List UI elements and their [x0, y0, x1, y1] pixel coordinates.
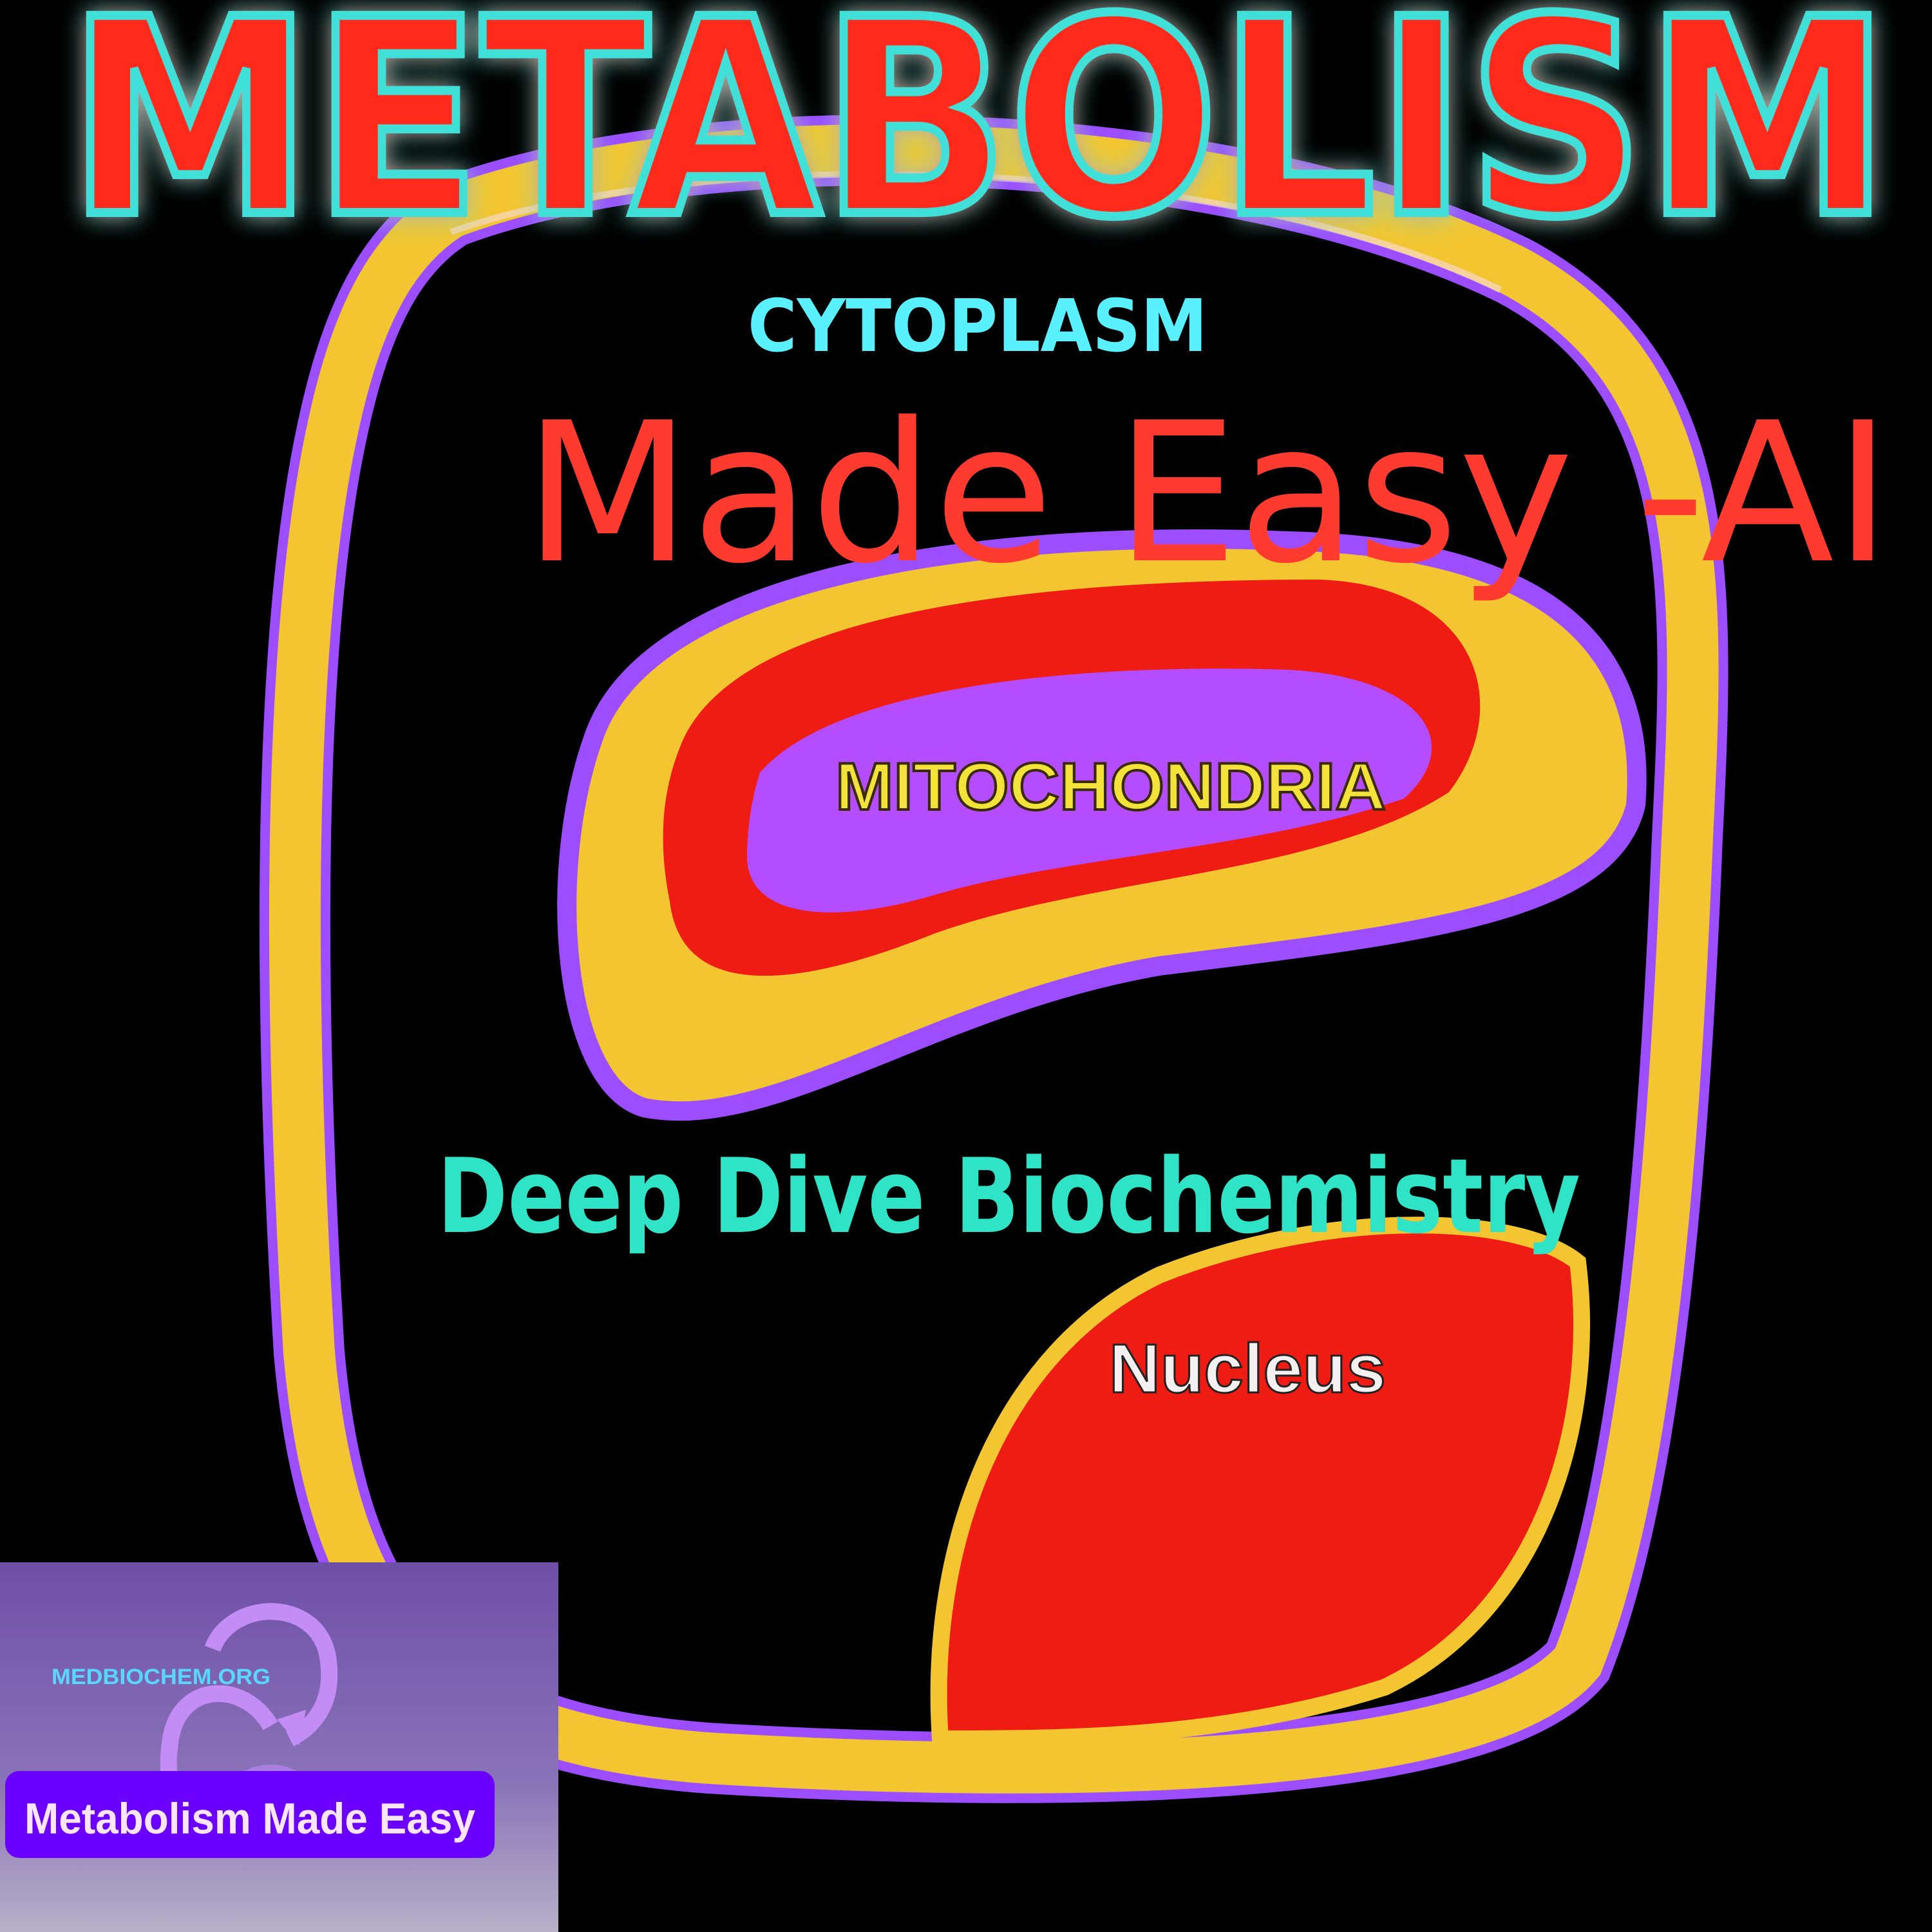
main-title: METABOLISM: [68, 0, 1890, 277]
logo-panel: MEDBIOCHEM.ORG Metabolism Made Easy: [0, 1562, 558, 1932]
logo-site-text: MEDBIOCHEM.ORG: [52, 1665, 270, 1689]
cell-membrane: [259, 115, 1728, 1803]
mitochondria: MITOCHONDRIA: [557, 529, 1647, 1121]
logo-badge-text: Metabolism Made Easy: [24, 1794, 475, 1843]
subtitle: Made Easy -AI: [524, 381, 1891, 606]
cytoplasm-label: CYTOPLASM: [748, 285, 1208, 368]
mitochondria-label: MITOCHONDRIA: [835, 750, 1386, 824]
logo-badge: [5, 1771, 495, 1858]
nucleus: Nucleus: [930, 1217, 1590, 1748]
nucleus-label: Nucleus: [1109, 1329, 1386, 1407]
tagline: Deep Dive Biochemistry: [437, 1136, 1580, 1256]
cycle-arrow-icon: [204, 1603, 338, 1747]
